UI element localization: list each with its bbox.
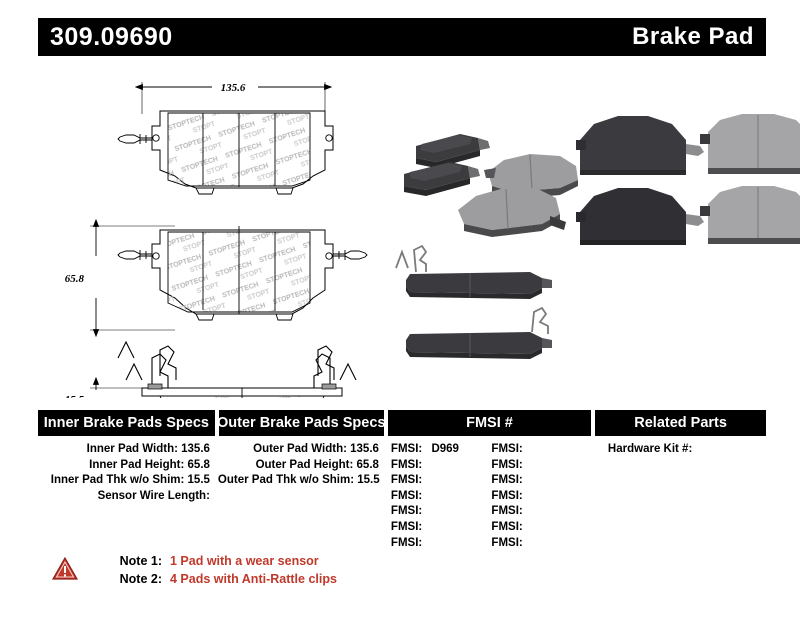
fmsi-label: FMSI: (491, 536, 523, 549)
fmsi-subcolumn-left: FMSI: D969 FMSI: FMSI: FMSI: FMSI: (391, 442, 492, 551)
fmsi-label: FMSI: (390, 489, 423, 502)
spec-value: 65.8 (356, 458, 379, 471)
fmsi-row: FMSI: (491, 520, 592, 536)
related-parts-column: Hardware Kit #: (596, 442, 766, 551)
note-label: Note 2: (119, 572, 162, 586)
spec-label: Inner Pad Width: (86, 443, 178, 455)
fmsi-row: FMSI: (391, 536, 492, 552)
spec-row: Outer Pad Width: 135.6 (218, 442, 379, 458)
fmsi-row: FMSI: (491, 536, 592, 552)
fmsi-column: FMSI: D969 FMSI: FMSI: FMSI: FMSI: (387, 442, 592, 551)
warning-triangle-icon (52, 556, 78, 580)
spec-row: Outer Pad Thk w/o Shim: 15.5 (217, 473, 380, 489)
pad-top-view (117, 110, 334, 195)
dimension-thickness (90, 376, 150, 390)
wear-sensor-wire (117, 134, 153, 144)
dimension-width (134, 82, 333, 114)
fmsi-label: FMSI: (390, 443, 423, 455)
spec-label: Outer Pad Width: (253, 443, 347, 455)
spec-label: Outer Pad Height: (255, 458, 354, 471)
fmsi-label: FMSI: (491, 489, 523, 502)
anti-rattle-clip-right (313, 353, 357, 388)
fmsi-label: FMSI: (491, 505, 523, 518)
column-header-outer-specs: Outer Brake Pads Specs (217, 410, 385, 436)
spec-value: 65.8 (187, 458, 210, 471)
technical-drawing-area: STOPTECH STOPTECH STOPTECH (0, 58, 800, 398)
column-header-related-parts: Related Parts (595, 410, 766, 436)
fmsi-label: FMSI: (390, 474, 423, 487)
spec-row (218, 489, 379, 505)
fmsi-row: FMSI: (391, 458, 492, 474)
fmsi-label: FMSI: (491, 443, 523, 455)
product-photo-angled (404, 134, 578, 237)
spec-label: Outer Pad Thk w/o Shim: (217, 474, 355, 487)
pad-edge-view (125, 353, 357, 398)
dim-thickness-label: 15.5 (65, 394, 85, 398)
spec-row: Inner Pad Thk w/o Shim: 15.5 (38, 473, 210, 489)
part-number: 309.09690 (50, 22, 173, 51)
spec-value: 135.6 (181, 443, 210, 455)
notes-section: Note 1: 1 Pad with a wear sensor Note 2:… (52, 552, 337, 588)
fmsi-label: FMSI: (491, 520, 523, 533)
spec-value: 15.5 (357, 474, 380, 487)
note-text: 1 Pad with a wear sensor (170, 554, 319, 568)
header-bar: 309.09690 Brake Pad (38, 18, 766, 56)
pad-middle-view (117, 226, 368, 321)
product-type: Brake Pad (632, 23, 754, 50)
spec-table: Inner Brake Pads Specs Outer Brake Pads … (38, 410, 766, 551)
fmsi-row: FMSI: (491, 458, 592, 474)
spec-table-header-row: Inner Brake Pads Specs Outer Brake Pads … (38, 410, 766, 436)
note-row: Note 1: 1 Pad with a wear sensor (106, 552, 337, 570)
dim-height-label: 65.8 (65, 273, 85, 285)
fmsi-label: FMSI: (390, 505, 423, 518)
fmsi-subcolumn-right: FMSI: FMSI: FMSI: FMSI: FMSI: (491, 442, 592, 551)
fmsi-row: FMSI: (491, 442, 592, 458)
clip-marks (117, 340, 335, 380)
fmsi-row: FMSI: (491, 489, 592, 505)
note-text: 4 Pads with Anti-Rattle clips (170, 572, 337, 586)
fmsi-label: FMSI: (491, 474, 523, 487)
fmsi-value: D969 (431, 443, 459, 455)
outer-specs-column: Outer Pad Width: 135.6 Outer Pad Height:… (218, 442, 383, 551)
spec-row: Sensor Wire Length: (38, 489, 210, 505)
related-part-row: Hardware Kit #: (608, 442, 766, 458)
spec-label: Inner Pad Thk w/o Shim: (50, 474, 185, 487)
product-photo-flat (576, 114, 800, 245)
note-row: Note 2: 4 Pads with Anti-Rattle clips (106, 570, 337, 588)
product-photo-edge-pair (395, 244, 552, 359)
note-label: Note 1: (119, 554, 162, 568)
fmsi-row: FMSI: (391, 520, 492, 536)
fmsi-row: FMSI: (491, 473, 592, 489)
fmsi-label: FMSI: (390, 536, 423, 549)
column-header-inner-specs: Inner Brake Pads Specs (38, 410, 215, 436)
dimension-height (90, 218, 175, 338)
spec-table-body-row: Inner Pad Width: 135.6 Inner Pad Height:… (38, 442, 766, 551)
fmsi-label: FMSI: (390, 520, 423, 533)
fmsi-label: FMSI: (491, 458, 523, 471)
column-header-fmsi: FMSI # (387, 410, 592, 436)
anti-rattle-clip-left (125, 353, 169, 388)
dim-width-label: 135.6 (221, 82, 246, 94)
fmsi-row: FMSI: D969 (391, 442, 492, 458)
fmsi-row: FMSI: (391, 489, 492, 505)
spec-row: Inner Pad Width: 135.6 (38, 442, 210, 458)
spec-label: Inner Pad Height: (89, 458, 185, 471)
related-part-label: Hardware Kit #: (607, 443, 693, 455)
spec-value: 15.5 (187, 474, 210, 487)
spec-row: Outer Pad Height: 65.8 (218, 458, 379, 474)
inner-specs-column: Inner Pad Width: 135.6 Inner Pad Height:… (38, 442, 214, 551)
fmsi-row: FMSI: (491, 504, 592, 520)
fmsi-row: FMSI: (391, 504, 492, 520)
spec-row: Inner Pad Height: 65.8 (38, 458, 210, 474)
fmsi-label: FMSI: (390, 458, 423, 471)
fmsi-row: FMSI: (391, 473, 492, 489)
spec-value: 135.6 (350, 443, 379, 455)
spec-label: Sensor Wire Length: (97, 489, 210, 502)
